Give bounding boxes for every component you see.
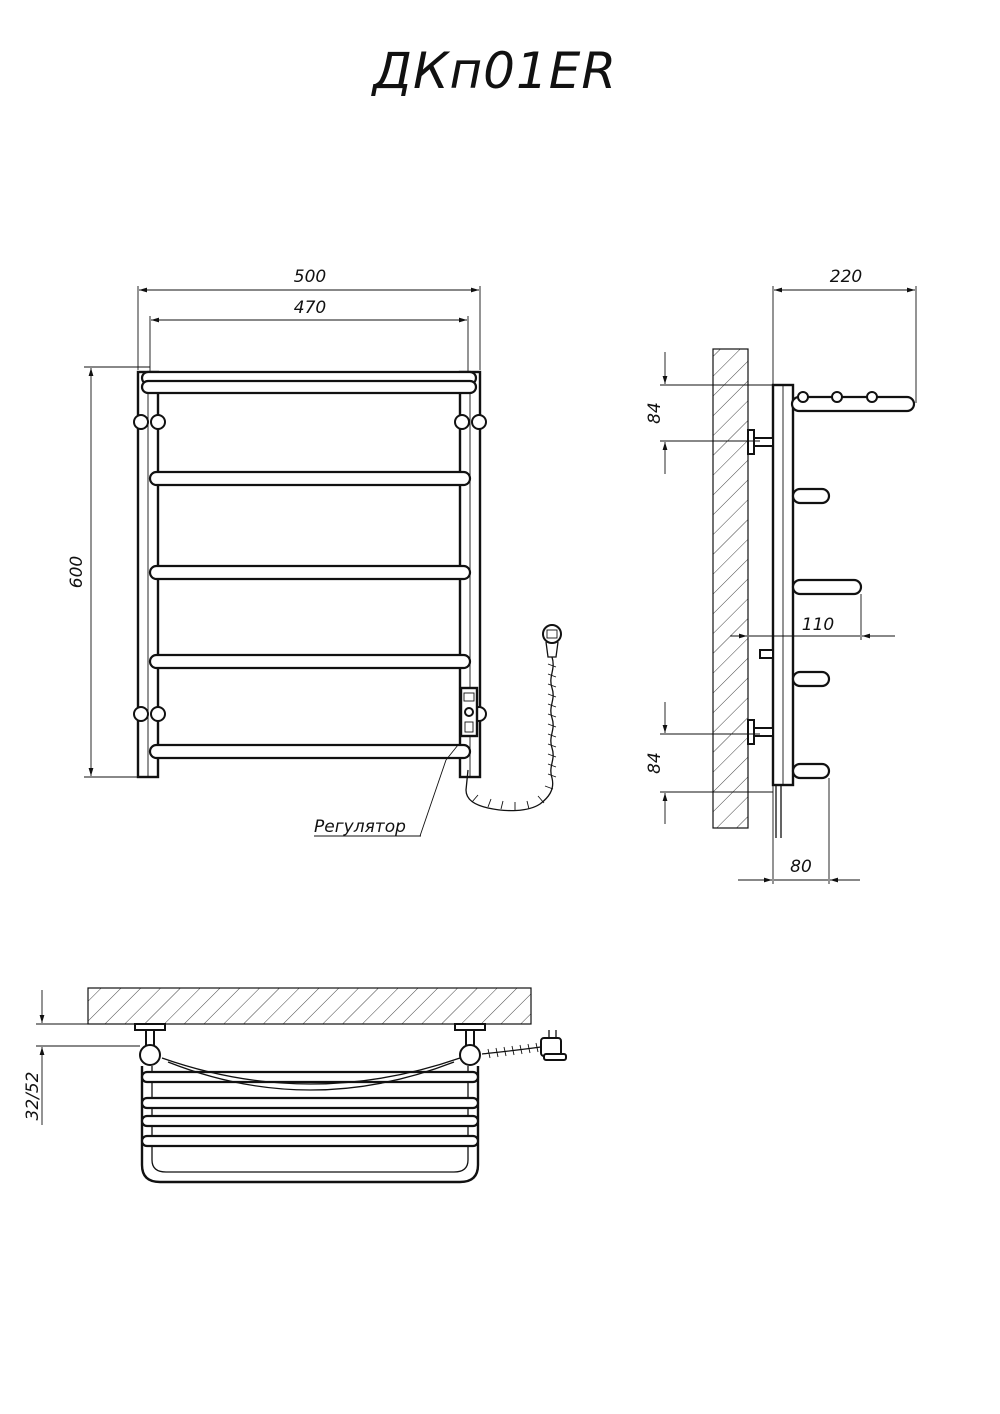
dim-label-600: 600 xyxy=(67,556,87,588)
crossbar xyxy=(148,743,472,760)
wall-section-top xyxy=(87,987,532,1025)
power-plug-icon xyxy=(542,624,562,658)
dim-label-80: 80 xyxy=(790,857,812,877)
dimension-overall-width: 500 xyxy=(137,267,481,370)
dim-label-84-top: 84 xyxy=(645,402,665,424)
regulator-label: Регулятор xyxy=(314,817,406,837)
dimension-height: 600 xyxy=(67,366,150,778)
side-bar xyxy=(791,487,831,505)
top-cable xyxy=(481,1045,549,1055)
front-view: 500 470 600 xyxy=(67,267,562,837)
dimension-mount-top: 84 xyxy=(645,352,790,474)
dimension-center-distance: 470 xyxy=(149,298,469,372)
regulator-callout: Регулятор xyxy=(314,744,459,837)
dimension-wall-distance: 80 xyxy=(738,778,860,884)
dimension-mount-bottom: 84 xyxy=(645,702,773,824)
side-view: 220 84 84 110 xyxy=(645,267,917,884)
dim-label-500: 500 xyxy=(294,267,326,287)
crossbar xyxy=(148,564,472,581)
side-shelf xyxy=(790,395,916,413)
wall-section xyxy=(712,348,749,829)
side-wall-mounts xyxy=(747,429,774,745)
dimension-bar-projection: 110 xyxy=(730,594,895,645)
side-bar xyxy=(791,578,863,596)
side-bar xyxy=(791,762,831,780)
side-bar xyxy=(791,670,831,688)
coiled-cable xyxy=(465,656,554,812)
dim-label-84-bottom: 84 xyxy=(645,752,665,774)
crossbar xyxy=(148,653,472,670)
regulator-unit xyxy=(459,686,479,738)
dim-label-470: 470 xyxy=(294,298,326,318)
dimension-depth: 220 xyxy=(772,267,917,403)
top-view: 32/52 xyxy=(23,987,567,1184)
dim-label-32-52: 32/52 xyxy=(23,1072,43,1121)
side-cable xyxy=(775,785,782,838)
top-plug-icon xyxy=(540,1030,567,1061)
dim-label-110: 110 xyxy=(802,615,834,635)
model-title: ДКп01ER xyxy=(371,42,617,100)
dimension-wall-gap: 32/52 xyxy=(23,990,140,1125)
shelf-rail-front xyxy=(140,379,478,395)
crossbar xyxy=(148,470,472,487)
dim-label-220: 220 xyxy=(830,267,862,287)
